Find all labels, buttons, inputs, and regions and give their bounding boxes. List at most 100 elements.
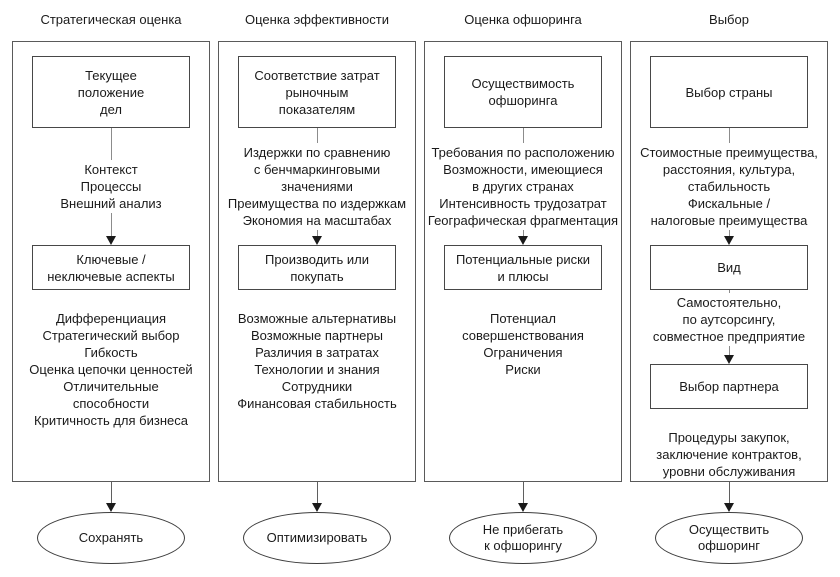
arrow-line <box>317 482 318 505</box>
process-box: Выбор страны <box>650 56 808 128</box>
outcome-arrow <box>310 482 324 512</box>
criteria-line: Возможные партнеры <box>251 328 383 343</box>
criteria-line: Возможные альтернативы <box>237 311 397 326</box>
process-box-line: и плюсы <box>497 268 549 284</box>
outcome-label-line: к офшорингу <box>484 538 562 553</box>
arrowhead-icon <box>724 503 734 512</box>
arrowhead-icon <box>518 503 528 512</box>
arrow-line <box>111 482 112 505</box>
outcome-label-line: Оптимизировать <box>266 530 368 545</box>
outcome-label-line: офшоринг <box>698 538 760 553</box>
connector-label-line: совместное предприятие <box>652 329 806 344</box>
connector-label-line: Экономия на масштабах <box>242 213 392 228</box>
process-box-line: положение <box>77 84 145 100</box>
arrowhead-icon <box>312 503 322 512</box>
column-title: Оценка эффективности <box>245 12 389 27</box>
connector-label-line: с бенчмаркинговыми <box>253 162 381 177</box>
arrowhead-icon <box>518 236 528 245</box>
criteria-line: Оценка цепочки ценностей <box>29 362 193 377</box>
outcome-label-line: Не прибегать <box>482 522 564 537</box>
connector-label-line: в других странах <box>472 179 574 194</box>
connector-label-line: Стоимостные преимущества, <box>640 145 818 160</box>
process-box-line: Потенциальные риски <box>455 251 591 267</box>
connector-label-line: Самостоятельно, <box>676 295 782 310</box>
criteria-line: Гибкость <box>84 345 138 360</box>
process-box-line: покупать <box>290 268 344 284</box>
criteria-line: Риски <box>505 362 541 377</box>
criteria-line: совершенствования <box>462 328 584 343</box>
arrowhead-icon <box>312 236 322 245</box>
criteria-line: Финансовая стабильность <box>237 396 397 411</box>
criteria-line: уровни обслуживания <box>662 464 796 479</box>
process-box: Ключевые /неключевые аспекты <box>32 245 190 290</box>
outcome-arrow <box>722 482 736 512</box>
process-box: Выбор партнера <box>650 364 808 409</box>
process-box-line: рыночным <box>285 84 349 100</box>
connector-arrow: Стоимостные преимущества,расстояния, кул… <box>631 128 827 245</box>
connector-label-line: Издержки по сравнению <box>243 145 391 160</box>
arrow-line <box>729 482 730 505</box>
arrowhead-icon <box>724 355 734 364</box>
process-box-line: Соответствие затрат <box>254 67 380 83</box>
connector-label-line: Географическая фрагментация <box>427 213 619 228</box>
outcome-ellipse-strategic-assessment: Сохранять <box>37 512 185 564</box>
connector-label-line: Внешний анализ <box>60 196 162 211</box>
connector-label-line: налоговые преимущества <box>650 213 808 228</box>
connector-label-line: Возможности, имеющиеся <box>443 162 603 177</box>
connector-label-line: стабильность <box>687 179 771 194</box>
connector-label-line: Фискальные / <box>687 196 771 211</box>
process-box: Вид <box>650 245 808 290</box>
connector-label-line: по аутсорсингу, <box>682 312 776 327</box>
process-box-line: Ключевые / <box>76 251 146 267</box>
connector-label-line: Процессы <box>80 179 142 194</box>
column-title: Выбор <box>709 12 749 27</box>
arrowhead-icon <box>724 236 734 245</box>
process-box-line: Выбор страны <box>685 84 773 100</box>
outcome-label-line: Сохранять <box>78 530 144 545</box>
arrowhead-icon <box>106 503 116 512</box>
arrowhead-icon <box>106 236 116 245</box>
outcome-ellipse-efficiency-assessment: Оптимизировать <box>243 512 391 564</box>
criteria-line: Различия в затратах <box>255 345 379 360</box>
criteria-line: заключение контрактов, <box>656 447 802 462</box>
connector-label-line: Интенсивность трудозатрат <box>439 196 607 211</box>
connector-arrow: Самостоятельно, по аутсорсингу, совместное… <box>631 290 827 364</box>
criteria-line: Технологии и знания <box>254 362 380 377</box>
criteria-line: Процедуры закупок, <box>668 430 790 445</box>
connector-label-line: Требования по расположению <box>431 145 615 160</box>
process-box-line: показателям <box>278 101 356 117</box>
process-box-line: Вид <box>717 260 741 275</box>
column-title: Оценка офшоринга <box>464 12 582 27</box>
criteria-line: способности <box>72 396 150 411</box>
criteria-line: Критичность для бизнеса <box>34 413 188 428</box>
criteria-line: Потенциал <box>489 311 556 326</box>
process-box-line: дел <box>100 101 122 117</box>
connector-label-line: Преимущества по издержкам <box>227 196 407 211</box>
criteria-list: Процедуры закупок, заключение контрактов,… <box>656 429 801 480</box>
connector-label: Самостоятельно, по аутсорсингу, совместное… <box>652 293 806 346</box>
